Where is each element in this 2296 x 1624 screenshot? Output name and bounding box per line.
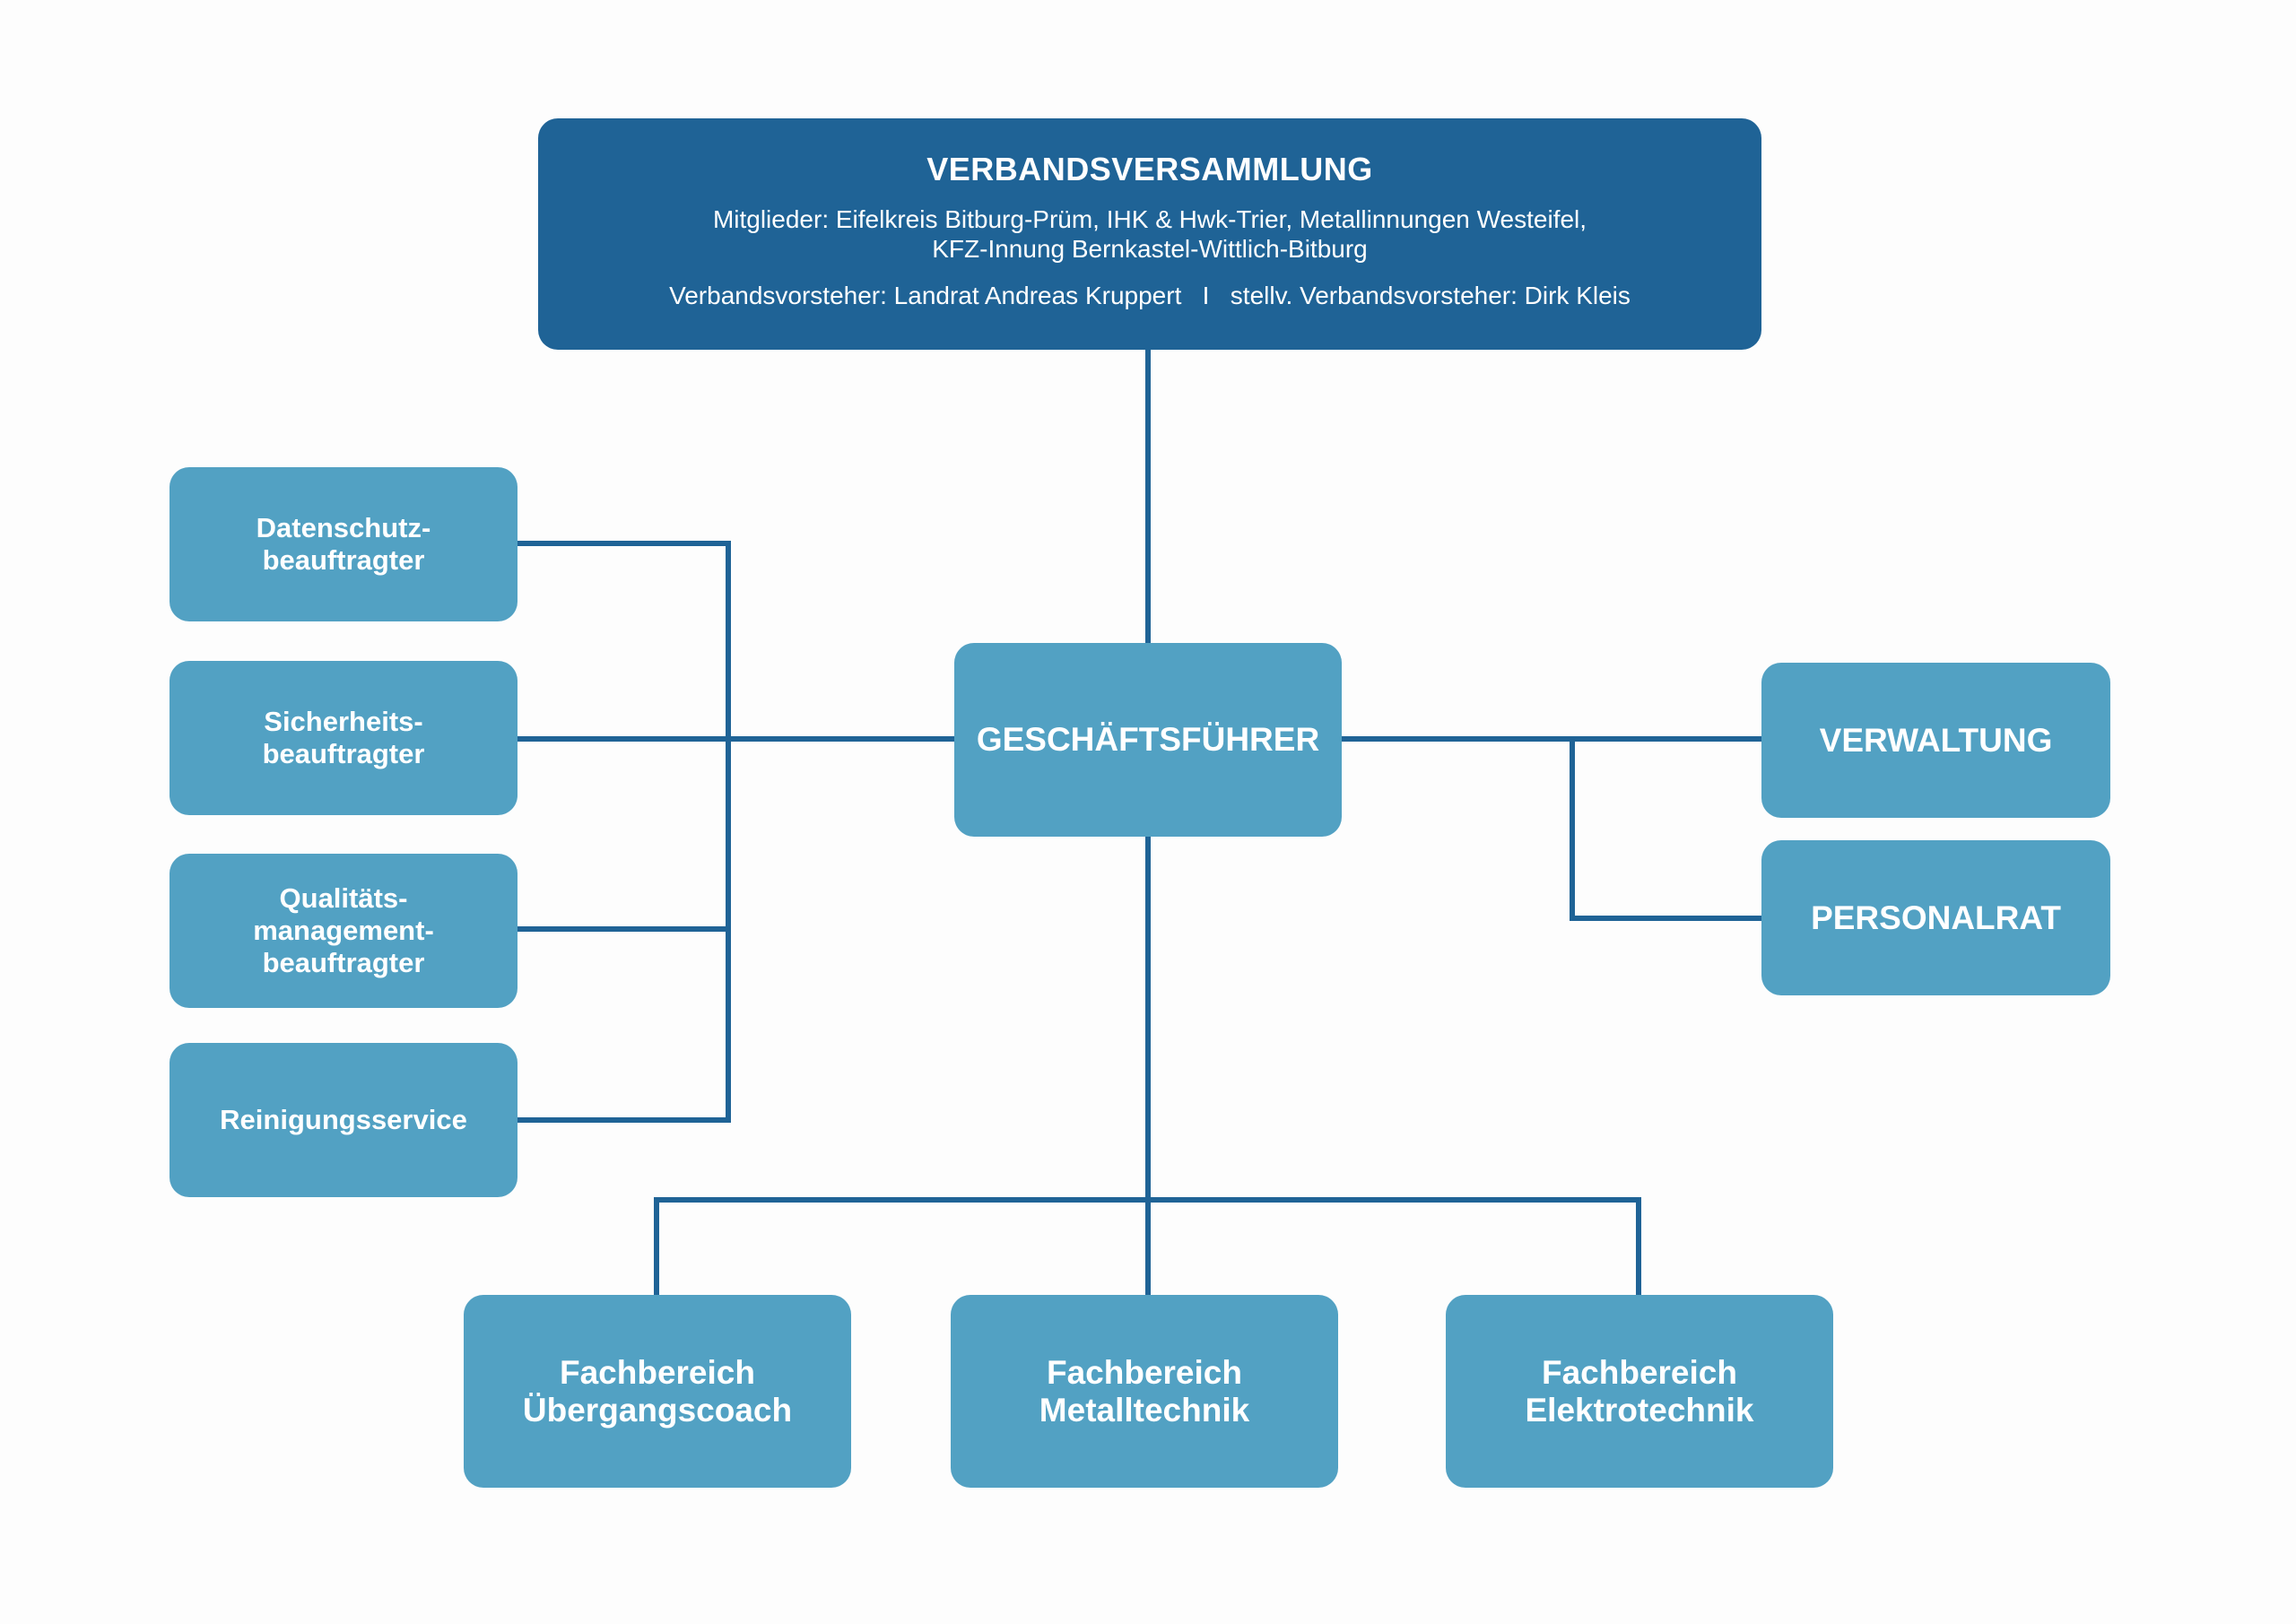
sicherheitsbeauftragter-box: Sicherheits- beauftragter [170,661,517,815]
box-label-line: beauftragter [262,738,425,769]
box-label-line: Übergangscoach [522,1391,793,1429]
datenschutzbeauftragter-box: Datenschutz- beauftragter [170,467,517,621]
box-label-line: management- [253,915,434,946]
box-label-line: Qualitäts- [279,882,408,914]
personalrat-box: PERSONALRAT [1761,840,2110,995]
verwaltung-box: VERWALTUNG [1761,663,2110,818]
reinigungsservice-box: Reinigungsservice [170,1043,517,1197]
box-label-line: Metalltechnik [1039,1391,1250,1429]
box-label-line: Sicherheits- [264,706,423,737]
geschaeftsfuehrer-box: GESCHÄFTSFÜHRER [954,643,1342,837]
box-label-line: Fachbereich [1047,1353,1242,1391]
box-label-line: Fachbereich [1542,1353,1737,1391]
box-label-line: beauftragter [262,544,425,576]
box-label-line: Fachbereich [560,1353,755,1391]
verbandsversammlung-box: VERBANDSVERSAMMLUNG Mitglieder: Eifelkre… [538,118,1761,350]
geschaeftsfuehrer-label: GESCHÄFTSFÜHRER [976,721,1320,758]
box-label-line: beauftragter [262,947,425,978]
members-line-1: Mitglieder: Eifelkreis Bitburg-Prüm, IHK… [712,205,1587,233]
box-label-line: Elektrotechnik [1525,1391,1754,1429]
fachbereich-elektrotechnik-box: Fachbereich Elektrotechnik [1446,1295,1833,1488]
verbandsversammlung-title: VERBANDSVERSAMMLUNG [926,151,1373,187]
fachbereich-uebergangscoach-box: Fachbereich Übergangscoach [464,1295,851,1488]
verwaltung-label: VERWALTUNG [1819,721,2053,759]
members-line-2: KFZ-Innung Bernkastel-Wittlich-Bitburg [932,235,1368,263]
fachbereich-metalltechnik-box: Fachbereich Metalltechnik [951,1295,1338,1488]
connector-director-to-personalrat [1570,736,1764,921]
qualitaetsmanagementbeauftragter-box: Qualitäts- management- beauftragter [170,854,517,1008]
box-label-line: Reinigungsservice [220,1104,467,1135]
personalrat-label: PERSONALRAT [1811,899,2061,936]
box-label-line: Datenschutz- [256,512,431,543]
leaders-line: Verbandsvorsteher: Landrat Andreas Krupp… [669,282,1631,309]
